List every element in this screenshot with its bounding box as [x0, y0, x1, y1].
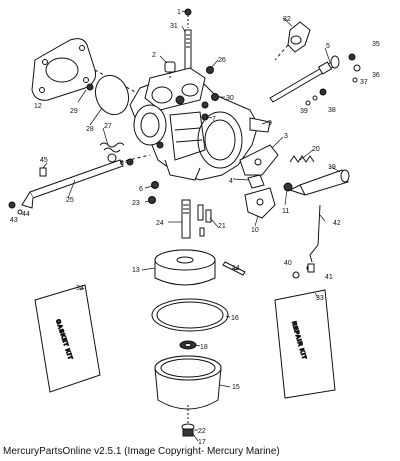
callout-19: 19: [328, 164, 336, 171]
callout-7: 7: [212, 116, 216, 123]
part-20-spring: [289, 155, 315, 163]
part-26-screw: [206, 66, 214, 74]
part-9-clip: [249, 117, 271, 133]
part-11-screw: [283, 182, 293, 192]
callout-leaders: [42, 10, 341, 442]
callout-43: 43: [10, 217, 18, 224]
callout-21: 21: [218, 223, 226, 230]
part-13-float: [154, 249, 216, 286]
carburetor-exploded-diagram: GASKET KIT REPAIR KIT: [8, 8, 380, 446]
callout-35: 35: [372, 41, 380, 48]
part-10-bracket: [244, 187, 276, 219]
callout-37: 37: [360, 79, 368, 86]
callout-6: 6: [139, 186, 143, 193]
callout-11: 11: [282, 208, 289, 215]
part-32-fitting: [274, 21, 311, 61]
part-12-gasket: [31, 38, 96, 101]
part-18-washer: [179, 340, 197, 350]
carburetor-body: [129, 67, 259, 181]
part-6-23: [148, 181, 159, 204]
callout-10: 10: [251, 227, 259, 234]
callout-13: 13: [132, 267, 140, 274]
part-19-needle: [288, 169, 350, 196]
part-16-gasket: [151, 298, 229, 332]
callout-33: 33: [316, 295, 324, 302]
callout-2: 2: [152, 52, 156, 59]
part-30-screw: [211, 93, 219, 101]
part-15-bowl: [154, 355, 222, 410]
part-40-41-37: [292, 263, 315, 279]
callout-38: 38: [328, 107, 336, 114]
part-42-wire: [309, 204, 321, 263]
callout-9: 9: [268, 120, 272, 127]
callout-17: 17: [198, 439, 206, 446]
callout-15: 15: [232, 384, 240, 391]
callout-5: 5: [326, 43, 330, 50]
callout-34: 34: [76, 285, 84, 292]
callout-3: 3: [284, 133, 288, 140]
callout-30: 30: [226, 95, 234, 102]
callout-12: 12: [34, 103, 42, 110]
part-43-44: [8, 201, 23, 215]
callout-28: 28: [86, 126, 94, 133]
callout-4: 4: [229, 178, 233, 185]
callout-20: 20: [312, 146, 320, 153]
repair-kit-card: [274, 289, 336, 399]
callout-27: 27: [104, 123, 112, 130]
callout-14: 14: [232, 265, 240, 272]
callout-25: 25: [66, 197, 74, 204]
part-28-disc: [94, 74, 130, 116]
callout-36: 36: [372, 72, 380, 79]
part-35-36: [348, 53, 361, 83]
callout-1: 1: [177, 9, 181, 16]
part-21-22: [197, 204, 212, 237]
gasket-kit-card: [34, 284, 101, 393]
callout-numbers: 1 2 3 4 5 6 7 8 9 10 11 12 13 14 15 16 1…: [10, 9, 380, 446]
callout-24: 24: [156, 220, 164, 227]
part-17-18-bottom: [181, 405, 195, 437]
part-2-plug: [164, 61, 176, 80]
callout-8: 8: [120, 160, 124, 167]
part-27-spring: [99, 142, 125, 163]
callout-44: 44: [22, 211, 30, 218]
callout-22: 22: [198, 428, 206, 435]
part-4-hinge: [247, 174, 265, 189]
part-37-38-39: [305, 88, 327, 106]
callout-45: 45: [40, 157, 48, 164]
part-29-screw: [86, 83, 94, 91]
part-45: [39, 167, 47, 177]
callout-23: 23: [132, 200, 140, 207]
callout-40: 40: [284, 260, 292, 267]
callout-26: 26: [218, 57, 226, 64]
callout-16: 16: [231, 315, 239, 322]
part-3-arm: [239, 144, 279, 176]
callout-39: 39: [300, 108, 308, 115]
callout-31: 31: [170, 23, 178, 30]
callout-42: 42: [333, 220, 341, 227]
callout-41: 41: [325, 274, 333, 281]
callout-32: 32: [283, 16, 291, 23]
part-24-jet: [181, 199, 191, 239]
copyright-footer: MercuryPartsOnline v2.5.1 (Image Copyrig…: [3, 446, 280, 457]
part-5-shaft: [269, 55, 340, 103]
part-25-shaft: [21, 154, 151, 209]
callout-29: 29: [70, 108, 78, 115]
callout-18: 18: [200, 344, 208, 351]
